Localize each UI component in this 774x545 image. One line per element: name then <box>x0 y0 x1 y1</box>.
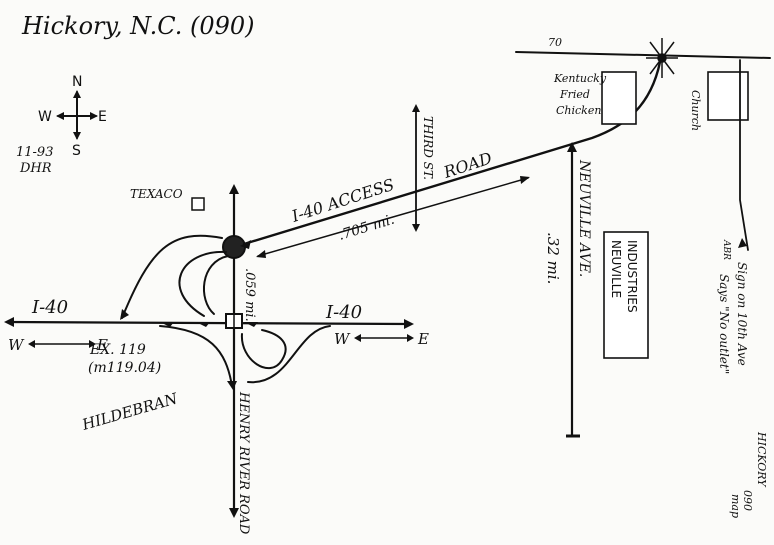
i40-west-arrowhead-icon <box>4 317 14 327</box>
map-title: Hickory, N.C. (090) <box>21 12 255 40</box>
henry-spur-distance: .059 mi. <box>242 268 257 322</box>
corner-note-line2: 090 <box>741 490 754 511</box>
kfc-line2: Fried <box>559 88 590 101</box>
route-70-label: 70 <box>548 36 562 49</box>
abr-label: ABR <box>721 239 731 260</box>
route-70-line <box>515 51 771 59</box>
access-distance-label: .705 mi. <box>336 212 396 244</box>
interchange-ramps <box>120 234 331 390</box>
texaco-label: TEXACO <box>130 187 183 201</box>
direction-arrow-left: W E <box>8 336 108 354</box>
i40-east-arrowhead-icon <box>404 319 414 329</box>
map-date: 11-93 <box>16 145 53 160</box>
dir-right-w: W <box>334 330 351 348</box>
kfc-building-icon <box>601 71 637 125</box>
access-distance-line <box>257 177 529 257</box>
i40-label-left: I-40 <box>31 297 68 318</box>
compass-n: N <box>72 74 82 90</box>
exit-line2: (m119.04) <box>88 360 161 376</box>
henry-river-road-label: HENRY RIVER ROAD <box>236 391 251 535</box>
dir-left-e: E <box>96 336 108 354</box>
neuville-industries-box <box>603 231 649 359</box>
corner-note-line3: map <box>729 494 742 518</box>
dir-left-w: W <box>8 336 25 354</box>
neuville-industries-line2: INDUSTRIES <box>625 240 639 313</box>
neuville-ave-label: NEUVILLE AVE. <box>576 159 592 277</box>
roundabout-icon <box>222 235 246 259</box>
exit-line1: EX. 119 <box>89 342 146 358</box>
third-st-label: THIRD ST. <box>421 116 435 180</box>
texaco-building-icon <box>191 197 205 211</box>
compass-w: W <box>38 109 52 125</box>
tenth-ave-line <box>739 59 749 251</box>
church-building-icon <box>707 71 749 121</box>
compass-rose: N S E W <box>38 74 107 159</box>
exit-line3: HILDEBRAN <box>79 389 180 434</box>
compass-s: S <box>72 143 81 159</box>
neuville-distance-label: .32 mi. <box>544 232 562 284</box>
kfc-line1: Kentucky <box>553 72 607 85</box>
neuville-industries-line1: NEUVILLE <box>609 240 623 298</box>
sign-note-line1: Sign on 10th Ave <box>735 262 749 366</box>
corner-note-line1: HICKORY <box>755 431 768 488</box>
intersection-star-icon <box>646 38 678 78</box>
direction-arrow-right: W E <box>334 330 429 348</box>
map-initials: DHR <box>19 161 52 176</box>
i40-label-right: I-40 <box>325 302 362 323</box>
compass-e: E <box>98 109 107 125</box>
kfc-line3: Chicken <box>556 104 601 117</box>
access-road-arrowhead-icon <box>240 240 251 249</box>
dir-right-e: E <box>417 330 429 348</box>
church-label: Church <box>689 90 702 131</box>
sign-note-line2: Says "No outlet" <box>717 274 731 374</box>
